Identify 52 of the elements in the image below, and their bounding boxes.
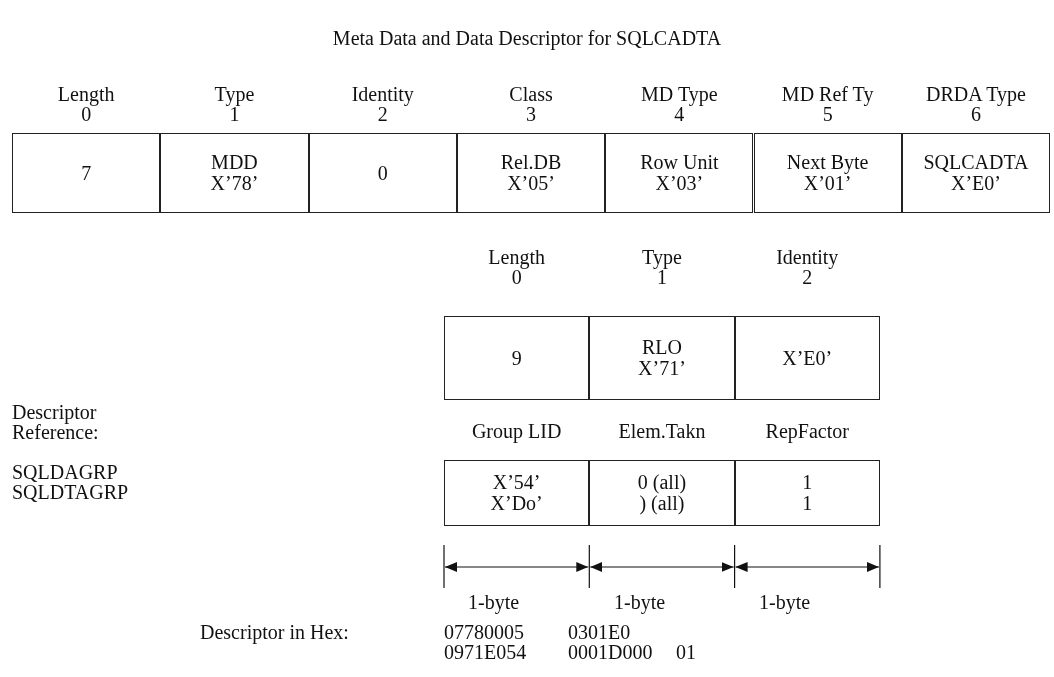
byte-field	[753, 84, 902, 213]
field-value: X’54’ X’Do’	[444, 460, 590, 526]
field-value: 9	[444, 316, 590, 400]
hex-value: 0001D000	[568, 642, 653, 662]
byte-field	[444, 247, 590, 400]
field-value: Rel.DB X’05’	[456, 133, 606, 213]
byte-field	[456, 84, 606, 213]
hex-value: 07780005	[444, 622, 524, 642]
field-header: Length 0	[487, 247, 546, 287]
field-header: Group LID	[470, 421, 563, 441]
field-header: Identity 2	[775, 247, 840, 287]
field-header: MD Type 4	[640, 84, 719, 124]
byte-field	[444, 421, 590, 526]
field-value: 1 1	[734, 460, 880, 526]
field-header: MD Ref Ty 5	[780, 84, 875, 124]
field-value: Row Unit X’03’	[605, 133, 754, 213]
byte-field	[605, 84, 754, 213]
label-text: SQLDTAGRP	[12, 482, 129, 502]
field-value: RLO X’71’	[589, 316, 735, 400]
diagram-title: Meta Data and Data Descriptor for SQLCADTA	[331, 28, 723, 48]
hex-value: 0301E0	[568, 622, 631, 642]
field-header: Identity 2	[350, 84, 415, 124]
field-header: Type 1	[641, 247, 683, 287]
byte-field	[734, 421, 880, 526]
label-text: Descriptor Reference:	[12, 402, 100, 442]
field-header: Length 0	[56, 84, 116, 124]
byte-field	[308, 84, 457, 213]
field-value: SQLCADTA X’E0’	[901, 133, 1051, 213]
field-header: DRDA Type 6	[925, 84, 1027, 124]
label-text: Descriptor in Hex:	[200, 622, 349, 642]
field-header: Elem.Takn	[617, 421, 707, 441]
hex-value: 0971E054	[444, 642, 527, 662]
field-header: Type 1	[213, 84, 256, 124]
byte-field	[12, 84, 161, 213]
field-value: Next Byte X’01’	[753, 133, 902, 213]
field-header: Class 3	[508, 84, 554, 124]
hex-value: 01	[676, 642, 696, 662]
field-header: RepFactor	[764, 421, 850, 441]
field-value: 7	[12, 133, 161, 213]
label-text: SQLDAGRP	[12, 462, 118, 482]
field-value: X’E0’	[734, 316, 880, 400]
byte-field	[734, 247, 880, 400]
dimension-label: 1-byte	[759, 592, 811, 612]
byte-field	[160, 84, 309, 213]
byte-field	[589, 247, 735, 400]
field-value: 0 (all) ) (all)	[589, 460, 735, 526]
field-value: MDD X’78’	[160, 133, 309, 213]
field-value: 0	[308, 133, 457, 213]
dimension-label: 1-byte	[468, 592, 520, 612]
dimension-label: 1-byte	[614, 592, 666, 612]
byte-field	[589, 421, 735, 526]
byte-field	[901, 84, 1051, 213]
